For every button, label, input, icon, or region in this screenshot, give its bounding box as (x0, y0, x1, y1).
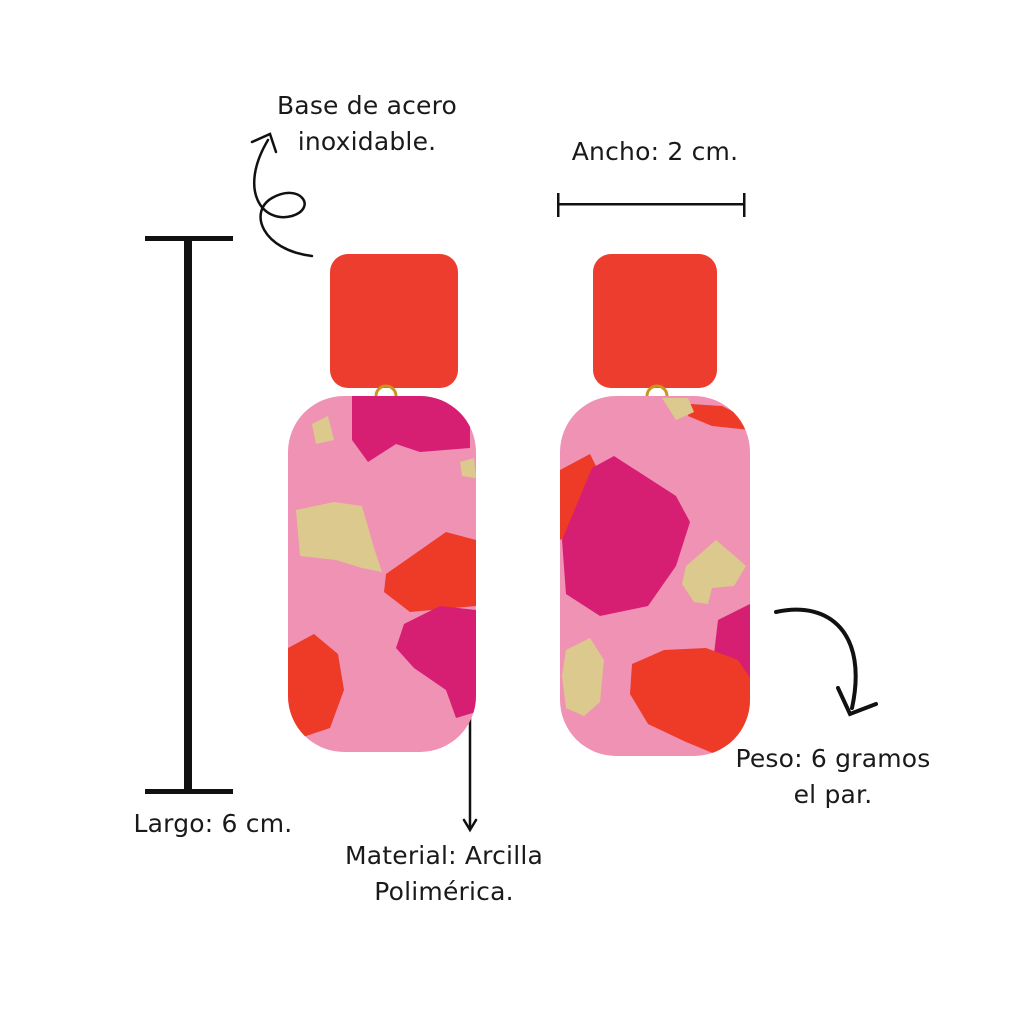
base-label-line2: inoxidable. (297, 127, 437, 156)
curved-arrow-icon (774, 607, 878, 717)
curly-arrow-icon (250, 132, 314, 258)
right-earring-top-tile (593, 254, 717, 388)
weight-label-line1: Peso: 6 gramos (735, 744, 931, 773)
base-label-line1: Base de acero (276, 91, 458, 120)
weight-label-line2: el par. (793, 780, 873, 809)
width-label-text: Ancho: 2 cm. (571, 137, 739, 166)
material-label-line1: Material: Arcilla (344, 841, 544, 870)
material-label-line2: Polimérica. (374, 877, 514, 906)
length-dimension-line (145, 236, 233, 794)
weight-label: Peso: 6 gramos el par. (722, 741, 944, 813)
right-earring (560, 254, 750, 756)
length-label-text: Largo: 6 cm. (133, 809, 293, 838)
left-earring (288, 254, 476, 752)
material-label: Material: Arcilla Polimérica. (330, 838, 558, 910)
width-dimension-line (557, 193, 746, 217)
base-material-label: Base de acero inoxidable. (262, 88, 472, 160)
width-label: Ancho: 2 cm. (560, 134, 750, 170)
length-label: Largo: 6 cm. (118, 806, 308, 842)
left-earring-top-tile (330, 254, 458, 388)
down-arrow-icon (462, 710, 478, 833)
